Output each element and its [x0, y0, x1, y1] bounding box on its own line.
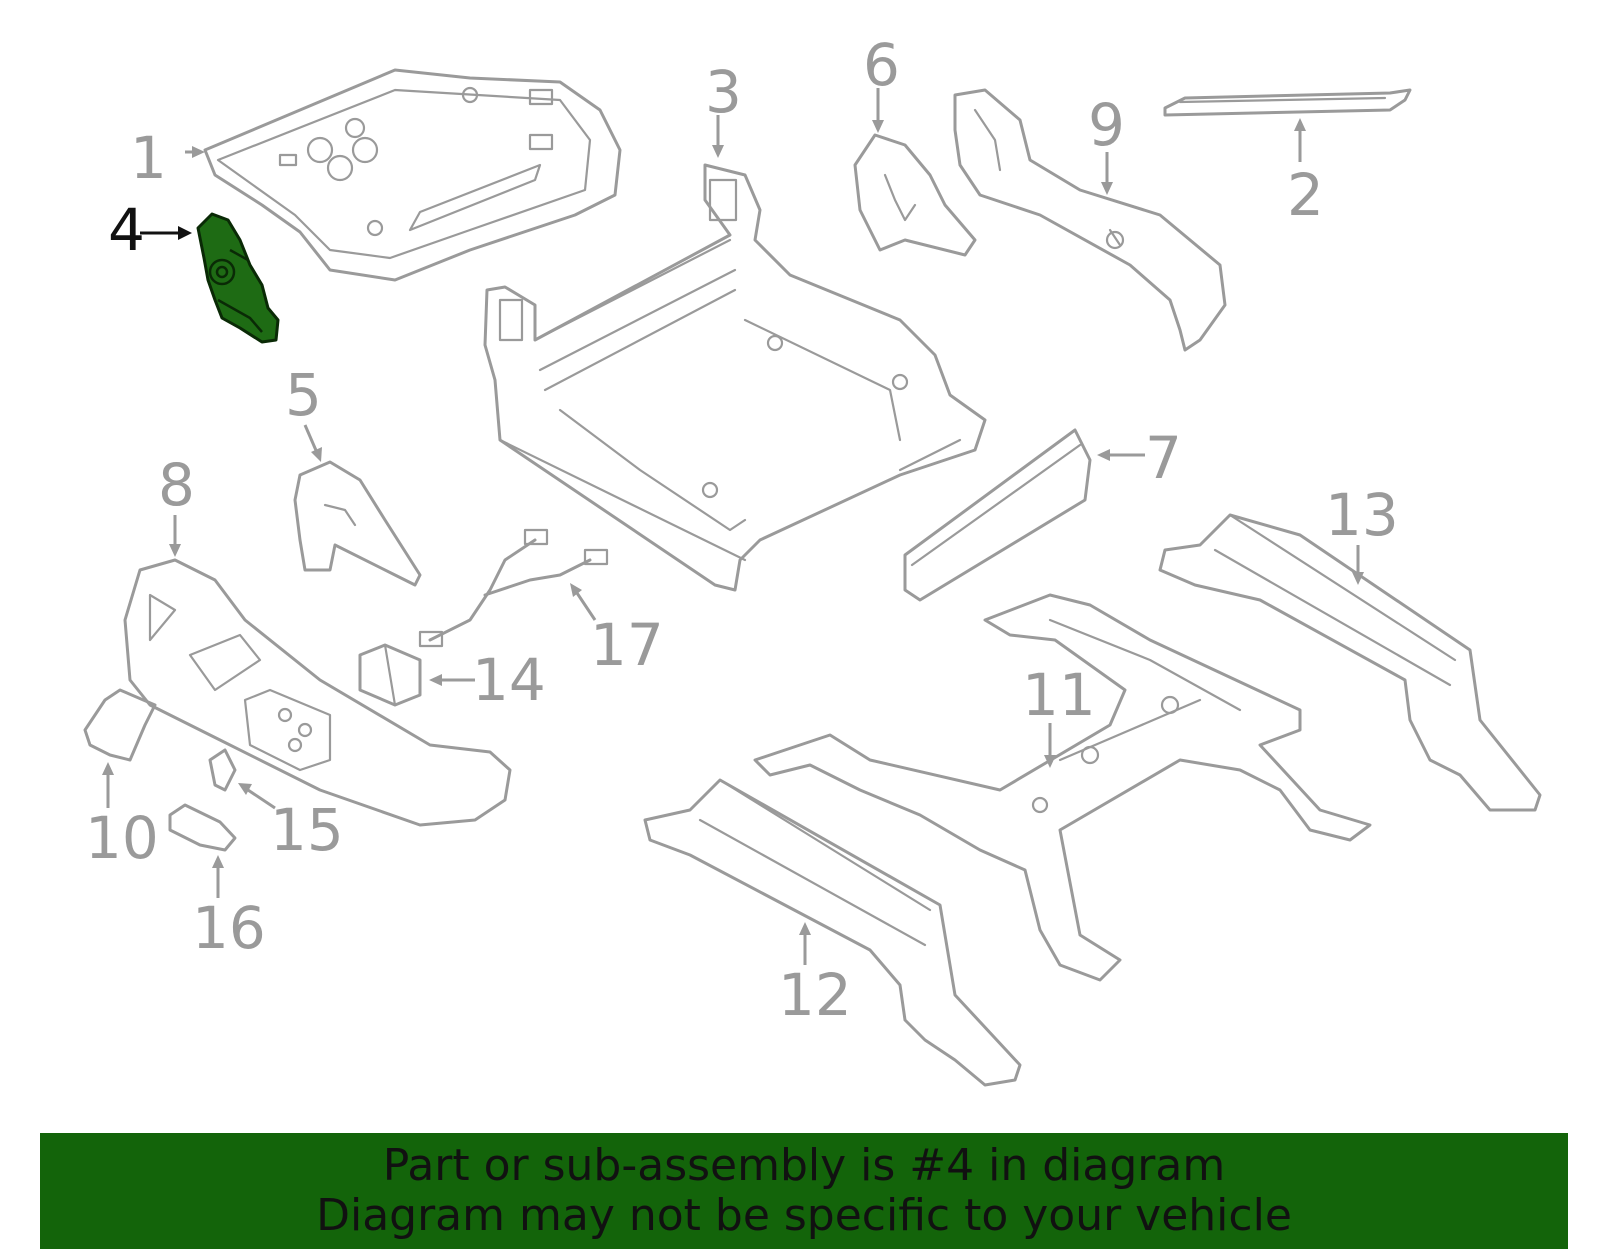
banner-line-1: Part or sub-assembly is #4 in diagram: [382, 1140, 1226, 1191]
part-11-lower-frame[interactable]: [753, 593, 1372, 982]
callout-2: 2: [1287, 161, 1324, 229]
callout-9: 9: [1088, 91, 1125, 159]
part-10-knob[interactable]: [83, 688, 157, 762]
part-4-motor-highlighted[interactable]: [196, 212, 280, 344]
callout-15: 15: [270, 796, 344, 864]
part-17-harness[interactable]: [418, 528, 609, 648]
part-8-side-shield[interactable]: [123, 558, 512, 827]
callout-4: 4: [108, 196, 145, 264]
callout-16: 16: [192, 894, 266, 962]
part-7-cross-bar[interactable]: [903, 428, 1092, 602]
part-5-bracket[interactable]: [293, 460, 422, 587]
callout-3: 3: [705, 58, 742, 126]
info-banner: Part or sub-assembly is #4 in diagram Di…: [40, 1133, 1568, 1249]
callout-12: 12: [778, 961, 852, 1029]
callout-1: 1: [130, 124, 167, 192]
part-14-module[interactable]: [358, 643, 422, 707]
part-16-switch[interactable]: [168, 803, 237, 852]
callout-13: 13: [1325, 481, 1399, 549]
callout-11: 11: [1022, 661, 1096, 729]
callout-10: 10: [85, 804, 159, 872]
callout-14: 14: [472, 646, 546, 714]
part-9-outer-trim[interactable]: [953, 88, 1227, 352]
banner-line-2: Diagram may not be specific to your vehi…: [316, 1190, 1292, 1241]
part-13-rail[interactable]: [1158, 513, 1542, 812]
callout-7: 7: [1145, 424, 1182, 492]
callout-5: 5: [285, 361, 322, 429]
leader-arrows: [102, 88, 1364, 965]
callout-6: 6: [863, 31, 900, 99]
part-2-trim-strip[interactable]: [1163, 88, 1412, 117]
parts-diagram: 1 2 3 4 5 6 7 8 9 10 11 12 13 14 15 16 1…: [83, 31, 1542, 1087]
callout-8: 8: [158, 451, 195, 519]
part-12-rail[interactable]: [643, 778, 1022, 1087]
part-6-side-shield[interactable]: [853, 133, 977, 257]
callout-17: 17: [590, 611, 664, 679]
part-3-seat-frame[interactable]: [483, 163, 987, 592]
part-15-clip[interactable]: [208, 748, 237, 792]
part-1-cushion-pan[interactable]: [203, 68, 622, 282]
callout-labels: 1 2 3 4 5 6 7 8 9 10 11 12 13 14 15 16 1…: [85, 31, 1399, 1029]
